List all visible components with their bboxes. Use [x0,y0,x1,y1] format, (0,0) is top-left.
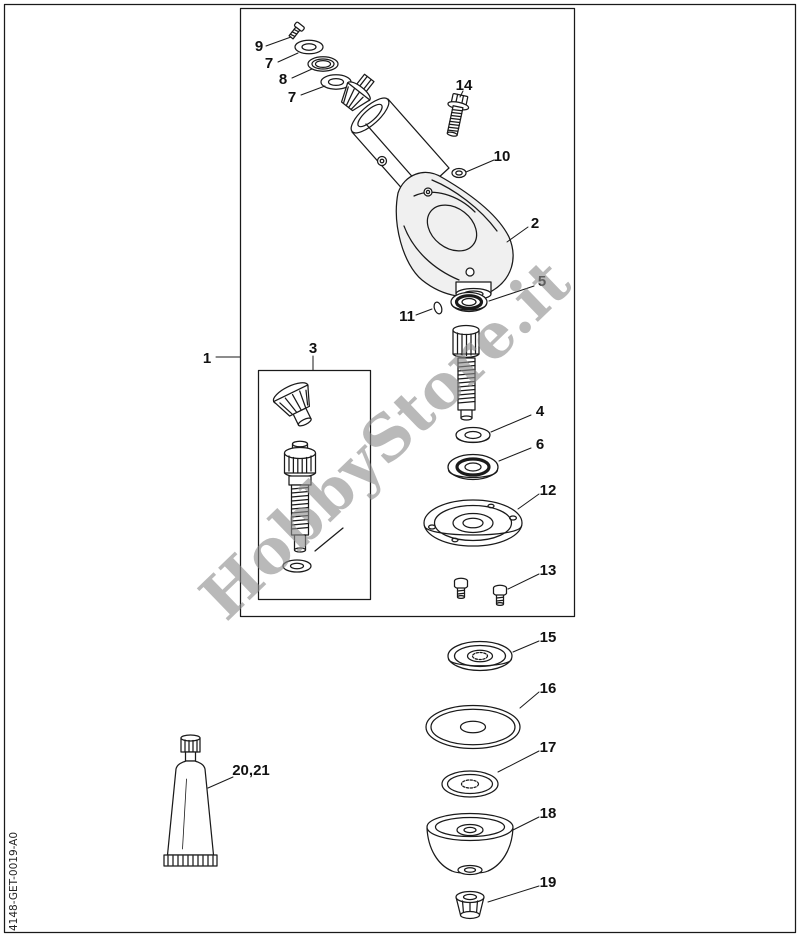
washer-16-part [425,704,521,750]
bearing-5-part [450,291,488,313]
bolt-14-part [446,93,470,137]
seal-8-part [307,56,339,72]
grease-tube-20-21-part [163,734,218,867]
callout-7a: 7 [265,55,273,72]
parts-artwork [163,21,523,920]
callout-4: 4 [536,403,545,420]
nut-10-part [451,167,467,179]
assembly-box-1 [239,7,576,618]
subassembly-box-3 [257,369,372,601]
drive-shaft-part [452,324,480,421]
callout-13: 13 [540,562,557,579]
callout-16: 16 [540,680,557,697]
callout-7b: 7 [288,89,296,106]
frames [3,3,797,934]
nut-19-part [455,890,485,920]
callout-2: 2 [531,215,539,232]
callout-6: 6 [536,436,544,453]
pinion-gear-part [340,73,375,112]
washer-4-part [455,426,491,444]
bevel-gear-3-part [272,382,312,427]
callout-15: 15 [540,629,557,646]
woodruff-key-11-part [433,301,443,315]
watermark: HobbyStore.it [186,245,585,634]
callout-18: 18 [540,805,557,822]
callout-9: 9 [255,38,263,55]
ring-7a-part [294,39,324,55]
leader-lines [207,36,540,903]
page-border [3,3,797,934]
gear-housing-2-part [395,172,514,301]
callout-12: 12 [540,482,557,499]
callout-5: 5 [538,273,546,290]
bearing-6-part [447,453,499,481]
document-code: 4148-GET-0019-A0 [8,832,20,931]
callout-11: 11 [399,308,415,325]
callout-17: 17 [540,739,557,756]
plate-12-part [423,499,523,547]
callout-8: 8 [279,71,287,88]
thrust-plate-15-part [447,640,513,672]
callout-14: 14 [456,77,473,94]
gear-shaft-3-part [282,440,344,573]
callout-19: 19 [540,874,557,891]
washer-17-part [441,770,499,798]
callout-3: 3 [309,340,317,357]
callout-1: 1 [203,350,211,367]
callout-20-21: 20,21 [232,762,270,779]
ring-7b-part [320,74,352,90]
screws-13-part [453,577,508,607]
cup-18-part [426,812,514,876]
callout-labels: 9 7 8 7 14 10 2 5 11 3 1 4 6 12 13 15 16… [203,38,557,891]
callout-10: 10 [494,148,511,165]
